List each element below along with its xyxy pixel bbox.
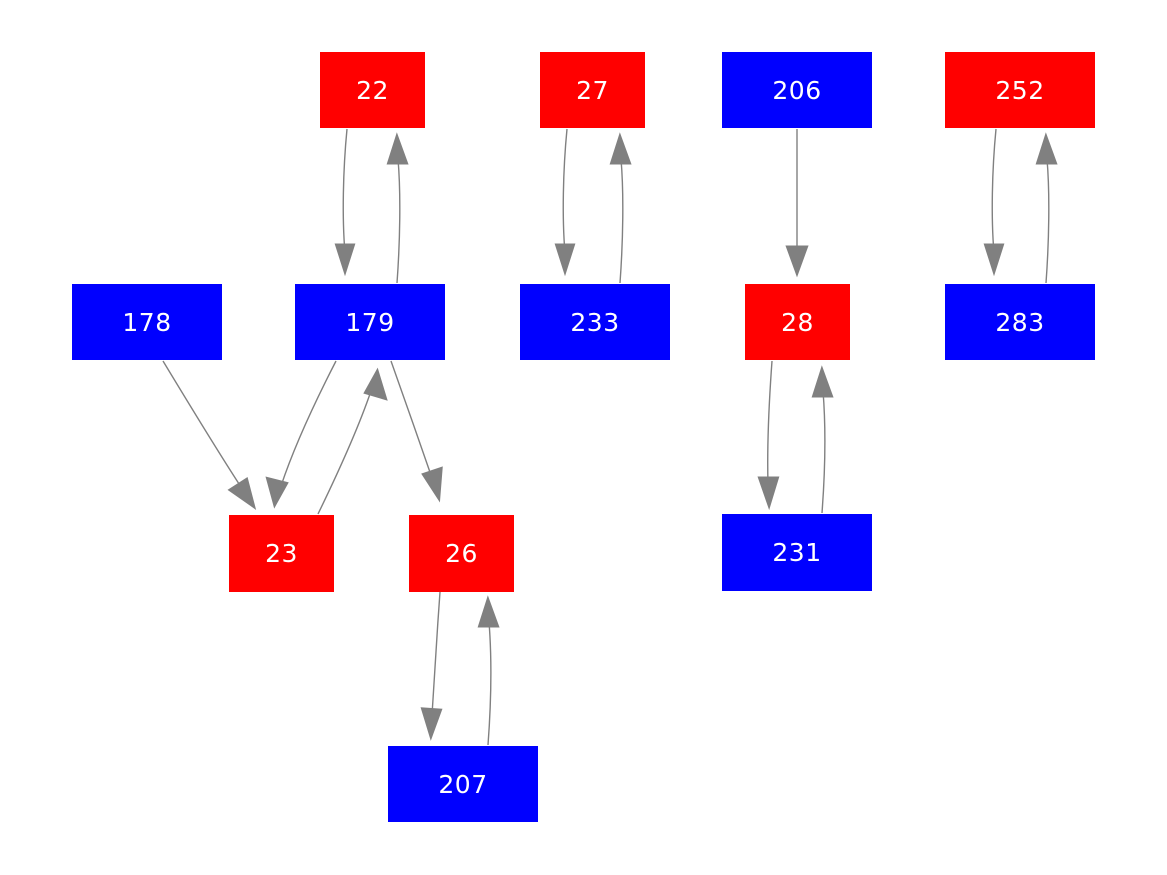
edge-23-to-179 bbox=[317, 367, 388, 515]
graph-node-label: 231 bbox=[772, 538, 822, 567]
graph-node-22[interactable]: 22 bbox=[320, 52, 425, 128]
graph-node-23[interactable]: 23 bbox=[229, 515, 334, 592]
graph-node-252[interactable]: 252 bbox=[945, 52, 1095, 128]
edge-179-to-22 bbox=[386, 132, 409, 284]
edge-27-to-233 bbox=[554, 128, 576, 277]
arrowhead-icon bbox=[265, 476, 289, 509]
edge-207-to-26 bbox=[477, 595, 500, 746]
arrowhead-icon bbox=[363, 367, 388, 401]
edge-line bbox=[562, 128, 568, 254]
graph-node-28[interactable]: 28 bbox=[745, 284, 850, 360]
graph-node-179[interactable]: 179 bbox=[295, 284, 445, 360]
arrowhead-icon bbox=[334, 243, 356, 277]
arrowhead-icon bbox=[609, 132, 632, 165]
arrowhead-icon bbox=[811, 365, 834, 398]
edge-28-to-231 bbox=[757, 360, 780, 511]
graph-node-label: 22 bbox=[356, 75, 389, 105]
arrowhead-icon bbox=[1035, 132, 1058, 165]
graph-node-206[interactable]: 206 bbox=[722, 52, 872, 128]
graph-node-label: 28 bbox=[781, 307, 814, 337]
edge-178-to-23 bbox=[162, 360, 257, 510]
arrowhead-icon bbox=[386, 132, 409, 165]
graph-node-26[interactable]: 26 bbox=[409, 515, 514, 592]
graph-node-283[interactable]: 283 bbox=[945, 284, 1095, 360]
edge-233-to-27 bbox=[609, 132, 632, 284]
edge-231-to-28 bbox=[811, 365, 834, 514]
edge-line bbox=[619, 158, 624, 284]
edge-line bbox=[821, 390, 826, 514]
graph-node-233[interactable]: 233 bbox=[520, 284, 670, 360]
arrowhead-icon bbox=[227, 477, 257, 510]
edge-line bbox=[991, 128, 997, 254]
edge-line bbox=[342, 128, 348, 254]
graph-node-label: 179 bbox=[345, 307, 395, 337]
edge-179-to-26 bbox=[390, 360, 443, 503]
edge-line bbox=[431, 591, 441, 716]
graph-node-label: 283 bbox=[995, 307, 1045, 337]
graph-node-label: 178 bbox=[122, 307, 172, 337]
arrowhead-icon bbox=[554, 243, 576, 277]
edge-line bbox=[767, 360, 773, 485]
edge-line bbox=[280, 360, 337, 487]
arrowhead-icon bbox=[421, 466, 443, 503]
graph-node-label: 23 bbox=[265, 539, 298, 568]
edge-line bbox=[317, 390, 372, 515]
arrowhead-icon bbox=[477, 595, 500, 628]
arrowhead-icon bbox=[420, 707, 443, 741]
edge-252-to-283 bbox=[983, 128, 1005, 277]
edge-line bbox=[396, 158, 401, 284]
edge-179-to-23 bbox=[265, 360, 337, 509]
edge-line bbox=[162, 360, 244, 491]
graph-node-label: 233 bbox=[570, 307, 620, 337]
edge-206-to-28 bbox=[785, 129, 809, 278]
graph-node-27[interactable]: 27 bbox=[540, 52, 645, 128]
graph-node-label: 27 bbox=[576, 75, 609, 105]
graph-node-231[interactable]: 231 bbox=[722, 514, 872, 591]
edge-line bbox=[390, 360, 433, 479]
graph-node-207[interactable]: 207 bbox=[388, 746, 538, 822]
graph-node-label: 252 bbox=[995, 75, 1045, 105]
edge-line bbox=[487, 621, 492, 746]
graph-node-178[interactable]: 178 bbox=[72, 284, 222, 360]
edge-line bbox=[1045, 158, 1050, 284]
graph-node-label: 206 bbox=[772, 75, 822, 105]
arrowhead-icon bbox=[983, 243, 1005, 277]
arrowhead-icon bbox=[757, 476, 780, 511]
edge-283-to-252 bbox=[1035, 132, 1058, 284]
graph-node-label: 207 bbox=[438, 769, 488, 799]
graph-node-label: 26 bbox=[445, 539, 478, 568]
arrowhead-icon bbox=[785, 245, 809, 278]
edge-26-to-207 bbox=[420, 591, 443, 741]
edge-22-to-179 bbox=[334, 128, 356, 277]
